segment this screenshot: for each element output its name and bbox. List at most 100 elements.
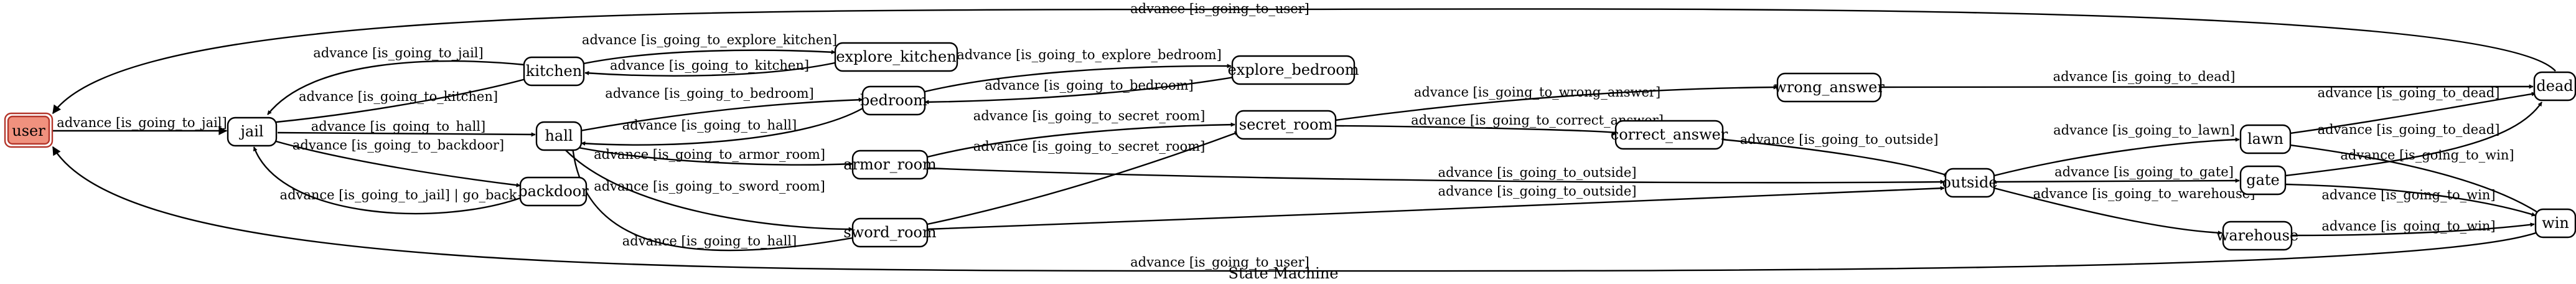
- edge-label-armor-room-secret-room: advance [is_going_to_secret_room]: [973, 108, 1206, 123]
- state-node-lawn: lawn: [2239, 124, 2292, 154]
- edge-bedroom-explore-bedroom: [922, 64, 1232, 93]
- state-node-sword-room: sword_room: [843, 217, 937, 248]
- edge-jail-hall: [277, 131, 536, 137]
- state-label-sword-room: sword_room: [843, 224, 937, 241]
- edge-label-gate-win: advance [is_going_to_win]: [2321, 187, 2495, 202]
- edge-label-secret-room-wrong-answer: advance [is_going_to_wrong_answer]: [1414, 85, 1660, 100]
- state-node-kitchen: kitchen: [523, 56, 585, 87]
- state-node-armor-room: armor_room: [843, 149, 937, 180]
- edge-hall-armor-room: [568, 144, 853, 166]
- edge-kitchen-jail: [267, 60, 525, 115]
- edge-label-win-user: advance [is_going_to_user]: [1130, 255, 1309, 270]
- state-label-win: win: [2542, 214, 2569, 232]
- edge-label-kitchen-jail: advance [is_going_to_jail]: [313, 45, 483, 60]
- edge-label-outside-warehouse: advance [is_going_to_warehouse]: [2033, 186, 2255, 201]
- edge-gate-dead: [2285, 102, 2542, 177]
- state-label-hall: hall: [545, 127, 573, 144]
- edge-outside-warehouse: [1993, 187, 2222, 235]
- state-node-win: win: [2534, 208, 2576, 239]
- edge-label-gate-dead: advance [is_going_to_dead]: [2318, 122, 2500, 137]
- state-node-explore-bedroom: explore_bedroom: [1228, 55, 1359, 85]
- edge-outside-lawn: [1993, 137, 2240, 177]
- edge-backdoor-jail: [253, 146, 521, 215]
- state-node-user: user: [4, 112, 54, 148]
- state-label-dead: dead: [2536, 77, 2573, 95]
- edge-gate-win: [2285, 183, 2536, 217]
- edge-label-bedroom-explore-bedroom: advance [is_going_to_explore_bedroom]: [957, 47, 1222, 62]
- edge-label-dead-user: advance [is_going_to_user]: [1130, 1, 1309, 16]
- state-label-kitchen: kitchen: [526, 62, 582, 80]
- state-label-jail: jail: [238, 123, 263, 140]
- edge-hall-bedroom: [579, 97, 863, 132]
- state-node-warehouse: warehouse: [2216, 220, 2298, 251]
- edge-label-correct-answer-outside: advance [is_going_to_outside]: [1740, 132, 1939, 147]
- edge-label-jail-hall: advance [is_going_to_hall]: [311, 119, 485, 134]
- edge-label-hall-sword-room: advance [is_going_to_sword_room]: [594, 179, 825, 194]
- diagram-caption: State Machine: [1229, 265, 1339, 282]
- nodes: user jail kitchen explore_kitchen hall b…: [4, 42, 2576, 251]
- edge-label-sword-room-hall: advance [is_going_to_hall]: [622, 234, 797, 249]
- state-label-explore-bedroom: explore_bedroom: [1228, 61, 1359, 78]
- state-label-outside: outside: [1942, 174, 1997, 191]
- state-label-wrong-answer: wrong_answer: [1774, 78, 1885, 96]
- edge-label-hall-armor-room: advance [is_going_to_armor_room]: [594, 147, 825, 162]
- state-node-bedroom: bedroom: [860, 85, 927, 116]
- state-node-correct-answer: correct_answer: [1611, 120, 1728, 150]
- edge-label-lawn-win: advance [is_going_to_win]: [2340, 148, 2514, 163]
- edge-armor-room-outside: [927, 167, 1945, 184]
- edge-dead-user: [52, 8, 2556, 115]
- state-label-secret-room: secret_room: [1239, 116, 1333, 133]
- state-label-correct-answer: correct_answer: [1611, 126, 1728, 143]
- edge-label-outside-gate: advance [is_going_to_gate]: [2054, 164, 2234, 179]
- edge-sword-room-secret-room: [927, 131, 1239, 225]
- state-label-armor-room: armor_room: [843, 156, 937, 173]
- edge-secret-room-wrong-answer: [1335, 85, 1778, 121]
- edge-sword-room-outside: [927, 186, 1945, 230]
- edge-outside-gate: [1993, 178, 2240, 183]
- edge-label-wrong-answer-dead: advance [is_going_to_dead]: [2053, 69, 2236, 84]
- edge-label-backdoor-jail: advance [is_going_to_jail] | go_back: [280, 187, 517, 203]
- edge-jail-kitchen: [276, 77, 528, 123]
- edge-label-lawn-dead: advance [is_going_to_dead]: [2318, 85, 2500, 100]
- state-node-backdoor: backdoor: [518, 176, 589, 207]
- edge-label-explore-kitchen-kitchen: advance [is_going_to_kitchen]: [610, 58, 809, 73]
- state-label-warehouse: warehouse: [2216, 227, 2298, 244]
- edge-warehouse-win: [2291, 222, 2535, 237]
- state-node-hall: hall: [535, 121, 583, 151]
- edge-wrong-answer-dead: [1880, 84, 2534, 89]
- edge-hall-sword-room: [562, 146, 853, 232]
- edge-lawn-win: [2285, 143, 2541, 215]
- edge-explore-bedroom-bedroom: [924, 75, 1242, 105]
- edge-label-outside-lawn: advance [is_going_to_lawn]: [2053, 123, 2235, 138]
- state-node-wrong-answer: wrong_answer: [1774, 72, 1885, 103]
- edge-label-user-jail: advance [is_going_to_jail]: [57, 115, 227, 130]
- edge-bedroom-hall: [581, 107, 863, 146]
- edge-correct-answer-outside: [1722, 138, 1949, 177]
- state-node-dead: dead: [2533, 71, 2576, 102]
- edge-label-explore-bedroom-bedroom: advance [is_going_to_bedroom]: [985, 78, 1194, 93]
- edge-armor-room-secret-room: [927, 122, 1235, 158]
- state-node-explore-kitchen: explore_kitchen: [834, 42, 958, 72]
- state-node-jail: jail: [227, 116, 278, 147]
- edge-label-armor-room-outside: advance [is_going_to_outside]: [1438, 165, 1637, 180]
- edge-explore-kitchen-kitchen: [584, 61, 838, 77]
- state-node-secret-room: secret_room: [1235, 110, 1337, 140]
- state-label-bedroom: bedroom: [860, 92, 927, 109]
- edge-label-sword-room-secret-room: advance [is_going_to_secret_room]: [973, 139, 1206, 154]
- edge-label-kitchen-explore-kitchen: advance [is_going_to_explore_kitchen]: [582, 32, 837, 47]
- edge-label-bedroom-hall: advance [is_going_to_hall]: [622, 118, 797, 133]
- edge-lawn-dead: [2290, 92, 2536, 135]
- state-node-outside: outside: [1942, 168, 1998, 198]
- edge-label-jail-backdoor: advance [is_going_to_backdoor]: [293, 138, 504, 153]
- state-label-user: user: [12, 122, 45, 140]
- state-node-gate: gate: [2239, 165, 2287, 196]
- edge-label-sword-room-outside: advance [is_going_to_outside]: [1438, 184, 1637, 199]
- state-label-backdoor: backdoor: [518, 182, 589, 200]
- edge-label-jail-kitchen: advance [is_going_to_kitchen]: [299, 89, 498, 104]
- edge-kitchen-explore-kitchen: [583, 49, 836, 65]
- state-label-gate: gate: [2246, 171, 2280, 189]
- edge-jail-backdoor: [273, 140, 521, 187]
- edge-win-user: [52, 146, 2540, 272]
- edge-label-warehouse-win: advance [is_going_to_win]: [2321, 219, 2495, 234]
